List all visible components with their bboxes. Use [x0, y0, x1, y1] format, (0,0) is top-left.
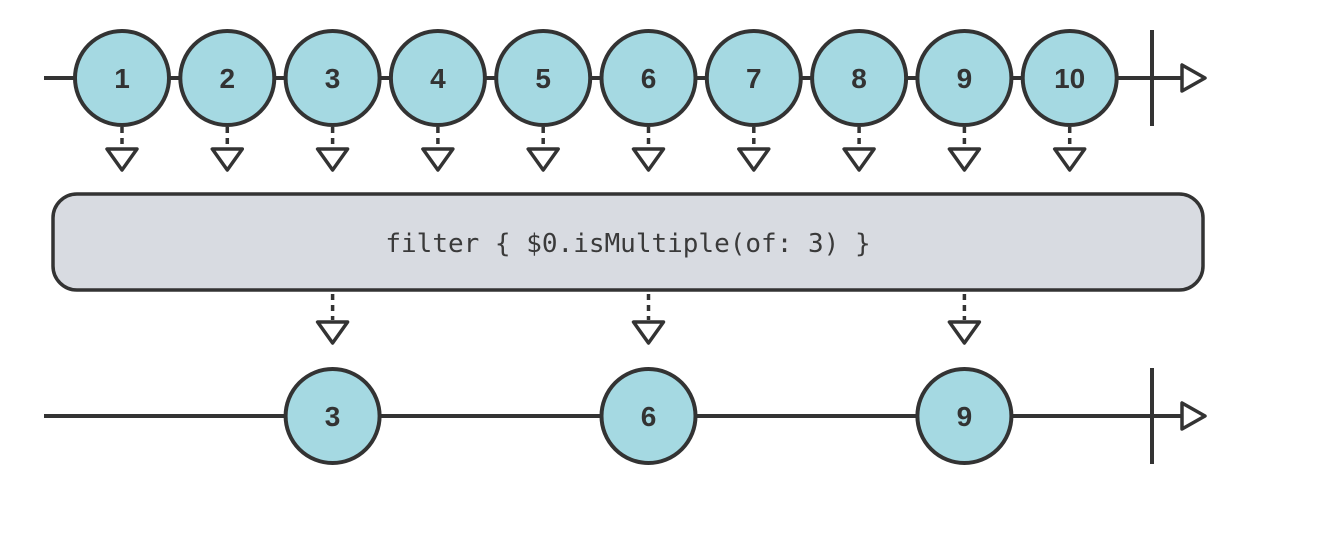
marble-8: 8 — [810, 29, 909, 127]
output-stream: 3 6 9 — [44, 367, 1207, 465]
marble-9: 9 — [915, 367, 1014, 465]
operator-box — [51, 192, 1205, 292]
input-emit-arrow-head-icon — [421, 147, 455, 172]
marble-value: 9 — [957, 63, 973, 94]
operator: filter { $0.isMultiple(of: 3) } — [51, 192, 1205, 345]
input-emit-arrows — [105, 127, 1087, 172]
marble-3: 3 — [283, 29, 382, 127]
operator-output-arrow-head-icon — [947, 320, 982, 345]
input-emit-arrow-head-icon — [947, 147, 982, 172]
marble-6: 6 — [599, 367, 698, 465]
operator-output-arrow-head-icon — [315, 320, 350, 345]
marble-value: 6 — [641, 401, 657, 432]
marble-1: 1 — [73, 29, 171, 127]
marble-circle — [704, 29, 803, 127]
marble-value: 10 — [1054, 63, 1085, 94]
marble-7: 7 — [704, 29, 803, 127]
marble-value: 3 — [325, 63, 341, 94]
operator-output-arrows — [315, 294, 982, 345]
marble-circle — [283, 367, 382, 465]
input-emit-arrow-head-icon — [526, 147, 560, 172]
marble-circle — [915, 367, 1014, 465]
marble-circle — [599, 367, 698, 465]
marble-value: 4 — [430, 63, 446, 94]
marble-5: 5 — [494, 29, 593, 127]
input-end-arrowhead-icon — [1180, 63, 1207, 93]
marble-circle — [1020, 29, 1119, 127]
marble-value: 2 — [220, 63, 236, 94]
marble-circle — [915, 29, 1014, 127]
marble-circle — [178, 29, 277, 127]
marble-6: 6 — [599, 29, 698, 127]
marble-2: 2 — [178, 29, 277, 127]
marble-circle — [388, 29, 487, 127]
marble-9: 9 — [915, 29, 1014, 127]
input-emit-arrow-head-icon — [1052, 147, 1087, 172]
input-emit-arrow-head-icon — [315, 147, 350, 172]
marble-value: 7 — [746, 63, 762, 94]
marble-value: 9 — [957, 401, 973, 432]
input-emit-arrow-head-icon — [737, 147, 771, 172]
marble-value: 8 — [851, 63, 867, 94]
input-emit-arrow-head-icon — [842, 147, 876, 172]
input-stream: 1 2 3 4 5 6 7 8 9 10 — [44, 29, 1207, 172]
marble-value: 6 — [641, 63, 657, 94]
output-end-arrowhead-icon — [1180, 401, 1207, 431]
operator-output-arrow-head-icon — [631, 320, 666, 345]
input-emit-arrow-head-icon — [105, 147, 139, 172]
marble-circle — [283, 29, 382, 127]
marble-circle — [73, 29, 171, 127]
marble-circle — [494, 29, 593, 127]
output-marbles: 3 6 9 — [283, 367, 1014, 465]
marble-3: 3 — [283, 367, 382, 465]
marble-circle — [599, 29, 698, 127]
marble-10: 10 — [1020, 29, 1119, 127]
marble-circle — [810, 29, 909, 127]
input-emit-arrow-head-icon — [631, 147, 666, 172]
marble-value: 1 — [114, 63, 130, 94]
marble-value: 3 — [325, 401, 341, 432]
input-marbles: 1 2 3 4 5 6 7 8 9 10 — [73, 29, 1119, 127]
operator-label: filter { $0.isMultiple(of: 3) } — [385, 229, 870, 259]
marble-value: 5 — [535, 63, 551, 94]
input-emit-arrow-head-icon — [210, 147, 245, 172]
marble-4: 4 — [388, 29, 487, 127]
